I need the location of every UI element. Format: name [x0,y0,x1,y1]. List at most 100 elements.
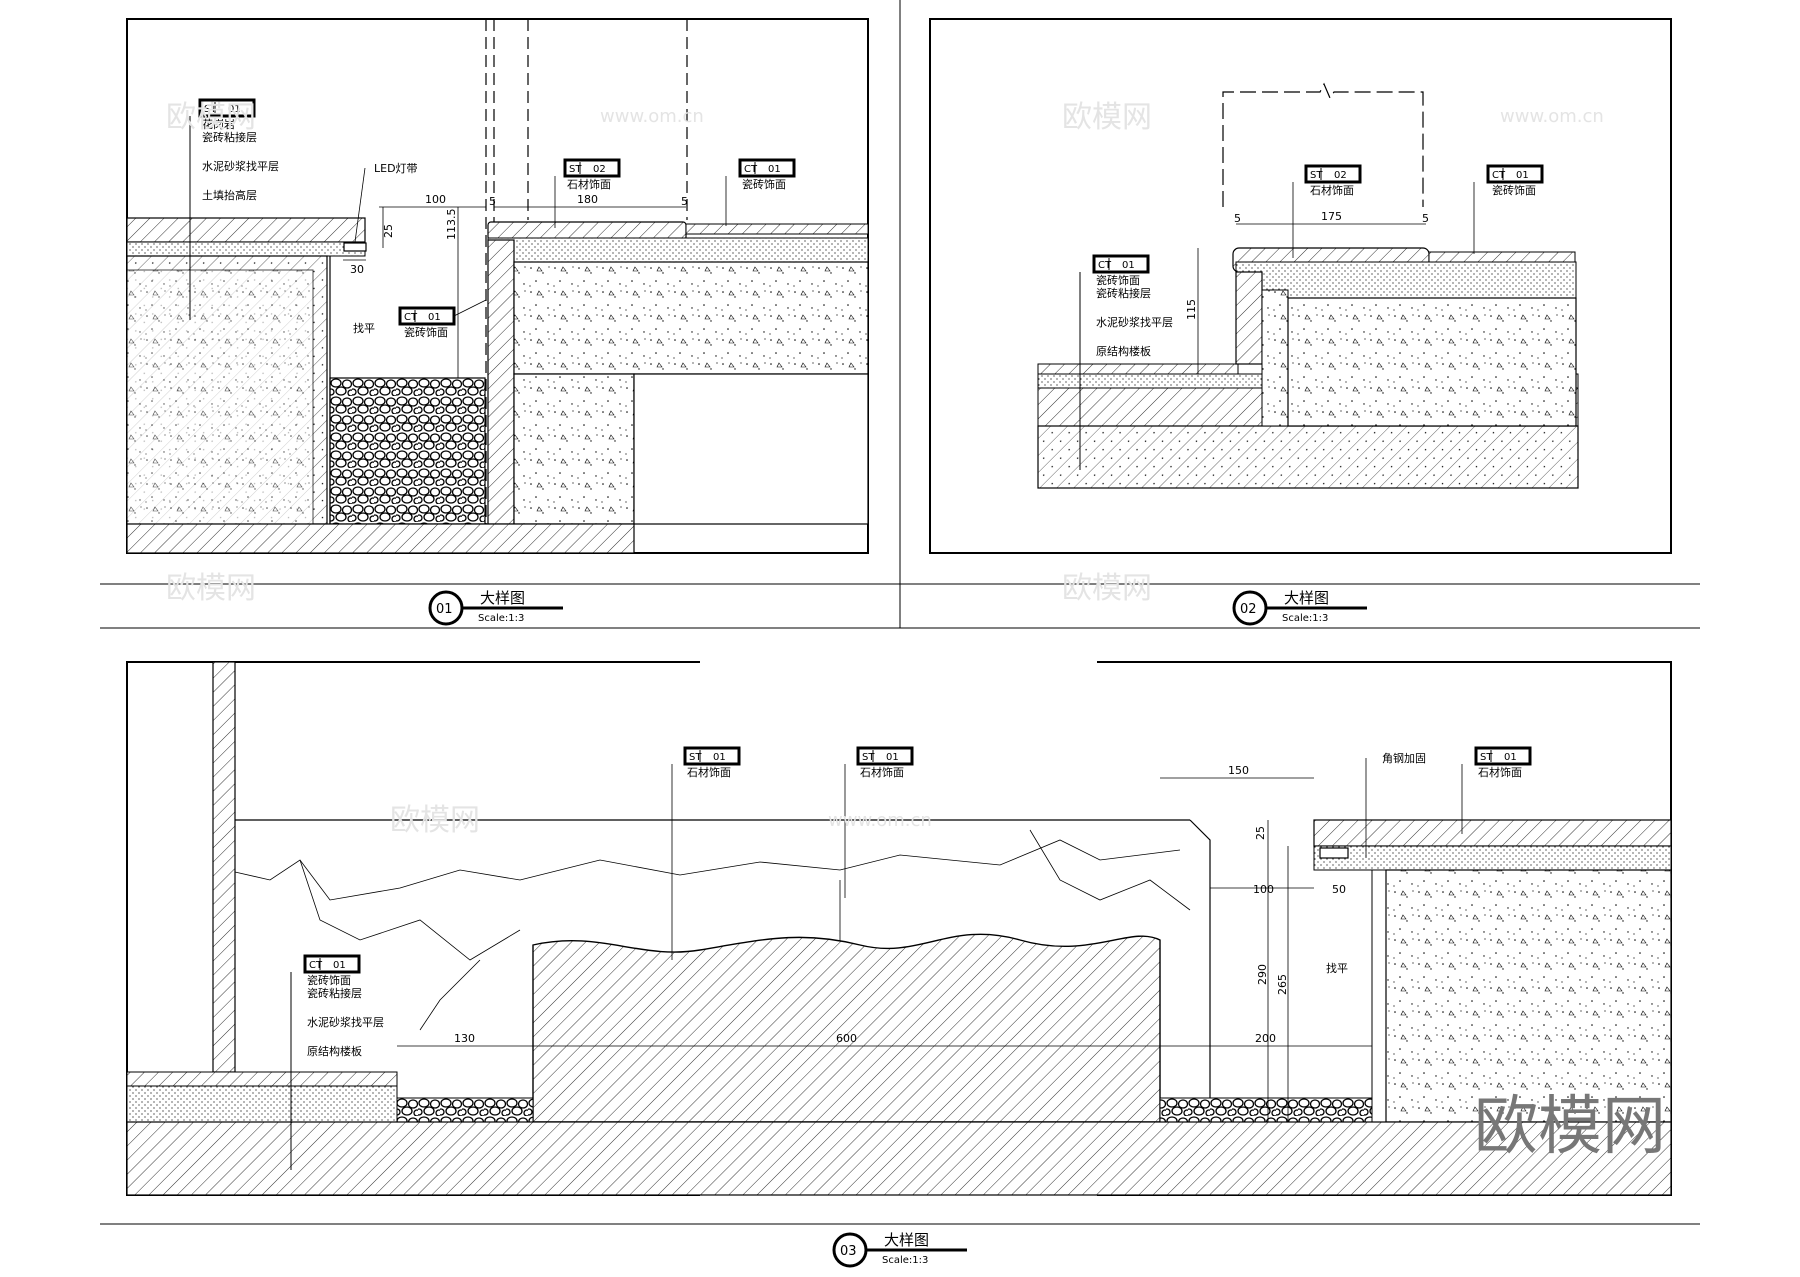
tag-label: 石材饰面 [860,765,904,779]
dim-03-a: 150 [1228,764,1249,777]
note-level-03: 找平 [1326,961,1348,975]
tag-code: ST [204,104,217,115]
tag-num: 01 [1504,752,1517,763]
tag-num: 01 [228,104,241,115]
tag-02-st02: ST 02 石材饰面 [1304,164,1362,197]
dim-01-g: 5 [681,195,688,208]
dim-02-c: 5 [1234,212,1241,225]
layer-02-a: 瓷砖粘接层 [1096,286,1151,300]
panel-03-number: 03 [840,1244,857,1259]
tag-03-st01-a: ST 01 石材饰面 [683,746,741,779]
dim-03-i: 200 [1255,1032,1276,1045]
tag-num: 01 [713,752,726,763]
dim-01-a: 100 [425,193,446,206]
tag-num: 01 [428,312,441,323]
tag-03-st01-c: ST 01 石材饰面 [1474,746,1532,779]
dim-01-e: 113.5 [445,209,458,241]
dim-03-e: 290 [1256,964,1269,985]
dim-01-d: 30 [350,263,364,276]
dim-03-g: 130 [454,1032,475,1045]
watermark-url: www.om.cn [1500,106,1604,127]
note-level: 找平 [353,321,375,335]
tag-num: 02 [1334,170,1347,181]
dim-01-f: 5 [489,195,496,208]
tag-code: CT [1492,170,1506,181]
tag-code: CT [309,960,323,971]
panel-02-scale: Scale:1:3 [1282,613,1328,624]
dim-01-c: 25 [382,224,395,238]
dim-03-b: 100 [1253,883,1274,896]
layer-01-b: 水泥砂浆找平层 [202,159,279,173]
layer-03-a: 瓷砖粘接层 [307,986,362,1000]
panel-01: 100 180 25 30 113.5 5 5 ST 01 花岗岩 瓷砖粘接层 … [100,18,900,629]
layer-01-c: 土填抬高层 [202,188,257,202]
watermarks: 欧模网 www.om.cn 欧模网 www.om.cn 欧模网 欧模网 欧模网 … [166,100,1666,1164]
tag-code: ST [1310,170,1323,181]
tag-num: 01 [333,960,346,971]
tag-label: 瓷砖饰面 [307,973,351,987]
note-led: LED灯带 [374,162,418,175]
tag-label: 石材饰面 [687,765,731,779]
watermark-brand: 欧模网 [1062,100,1152,135]
tag-code: CT [1098,260,1112,271]
tag-01-ct01-b: CT 01 瓷砖饰面 [398,306,456,339]
watermark-brand-large: 欧模网 [1474,1090,1666,1164]
note-angle-steel: 角钢加固 [1382,752,1426,765]
dim-03-d: 25 [1254,826,1267,840]
dim-03-h: 600 [836,1032,857,1045]
tag-code: ST [689,752,702,763]
layer-03-c: 原结构楼板 [307,1044,362,1058]
watermark-brand: 欧模网 [166,571,256,606]
layer-02-b: 水泥砂浆找平层 [1096,315,1173,329]
tag-code: ST [862,752,875,763]
dim-01-b: 180 [577,193,598,206]
dim-02-d: 5 [1422,212,1429,225]
panel-03: 150 100 50 25 290 265 130 600 200 ST 01 … [100,661,1700,1268]
tag-label: 石材饰面 [1310,183,1354,197]
tag-label: 石材饰面 [1478,765,1522,779]
panel-02-frame [929,18,1672,554]
watermark-brand: 欧模网 [390,803,480,838]
dim-02-a: 175 [1321,210,1342,223]
panel-02: 175 115 5 5 ST 02 石材饰面 CT 01 瓷砖饰面 CT 01 … [900,18,1700,629]
tag-label: 花岗岩 [202,117,235,131]
watermark-brand: 欧模网 [1062,571,1152,606]
tag-code: ST [1480,752,1493,763]
watermark-brand: 欧模网 [166,100,256,135]
tag-code: ST [569,164,582,175]
tag-label: 石材饰面 [567,177,611,191]
panel-01-number: 01 [436,602,453,617]
tag-code: CT [404,312,418,323]
layer-03-b: 水泥砂浆找平层 [307,1015,384,1029]
pebble-fill [329,377,486,525]
tag-num: 01 [1122,260,1135,271]
tag-num: 01 [886,752,899,763]
layer-01-a: 瓷砖粘接层 [202,130,257,144]
tag-01-st02: ST 02 石材饰面 [563,158,621,191]
tag-label: 瓷砖饰面 [1096,273,1140,287]
tag-label: 瓷砖饰面 [404,325,448,339]
watermark-url: www.om.cn [828,810,932,831]
dim-03-c: 50 [1332,883,1346,896]
panel-02-title: 大样图 [1284,589,1329,607]
panel-03-scale: Scale:1:3 [882,1255,928,1266]
panel-02-number: 02 [1240,602,1257,617]
panel-03-title: 大样图 [884,1231,929,1249]
tag-num: 01 [1516,170,1529,181]
tag-label: 瓷砖饰面 [1492,183,1536,197]
tag-01-ct01-a: CT 01 瓷砖饰面 [738,158,796,191]
tag-01-st01: ST 01 花岗岩 [198,98,256,131]
tag-num: 01 [768,164,781,175]
panel-01-title: 大样图 [480,589,525,607]
dim-02-b: 115 [1185,299,1198,320]
tag-code: CT [744,164,758,175]
layer-02-c: 原结构楼板 [1096,344,1151,358]
tag-02-ct01-b: CT 01 瓷砖饰面 [1092,254,1150,287]
tag-03-ct01: CT 01 瓷砖饰面 [303,954,361,987]
tag-num: 02 [593,164,606,175]
feature-stone [532,933,1161,1123]
tag-02-ct01-a: CT 01 瓷砖饰面 [1486,164,1544,197]
tag-label: 瓷砖饰面 [742,177,786,191]
watermark-url: www.om.cn [600,106,704,127]
